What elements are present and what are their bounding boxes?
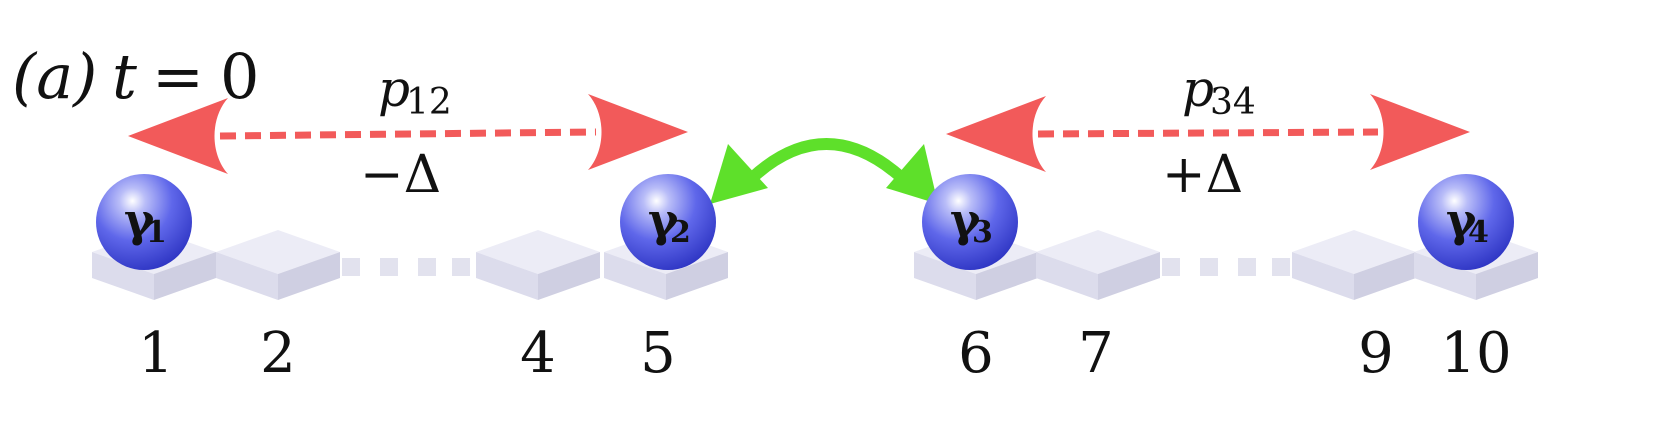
majorana-gamma-2: γ 2 — [620, 174, 716, 270]
site-label-9: 9 — [1358, 321, 1394, 386]
parity-label-12-sub: 12 — [406, 82, 452, 123]
exchange-arrow-head-right — [886, 144, 938, 204]
majorana-sphere-4 — [1418, 174, 1514, 270]
majorana-sphere-3 — [922, 174, 1018, 270]
site-label-4: 4 — [520, 321, 556, 386]
parity-arrow-34-head-right — [1370, 94, 1470, 170]
majorana-sphere-2 — [620, 174, 716, 270]
site-label-2: 2 — [260, 321, 296, 386]
parity-arrow-12-shaft — [219, 128, 597, 140]
exchange-arrow-head-left — [710, 144, 768, 204]
majorana-index-1: 1 — [146, 215, 167, 250]
parity-label-34-sub: 34 — [1210, 82, 1256, 123]
site-label-7: 7 — [1078, 321, 1114, 386]
majorana-sphere-1 — [96, 174, 192, 270]
parity-arrow-34-head-left — [946, 96, 1046, 172]
parity-arrow-12-head-right — [588, 94, 688, 170]
chain-connector-right — [1162, 258, 1290, 276]
majorana-symbol-4: γ — [1446, 193, 1477, 247]
panel-label: (a) t = 0 — [12, 40, 259, 113]
majorana-index-4: 4 — [1468, 215, 1489, 250]
majorana-index-3: 3 — [972, 215, 993, 250]
majorana-symbol-3: γ — [950, 193, 981, 247]
energy-label-minus-delta: −Δ — [360, 145, 441, 205]
site-block-9 — [1292, 230, 1416, 300]
energy-label-plus-delta: +Δ — [1162, 145, 1243, 205]
time-value: 0 — [220, 40, 259, 113]
equals-sign: = — [152, 40, 204, 113]
majorana-gamma-3: γ 3 — [922, 174, 1018, 270]
parity-arrow-12 — [128, 94, 688, 174]
panel-label-a: (a) — [12, 40, 97, 113]
time-variable: t — [112, 40, 137, 113]
exchange-arrow-curve — [746, 138, 908, 184]
chain-connector-left — [342, 258, 470, 276]
parity-arrow-34 — [946, 94, 1470, 172]
site-label-5: 5 — [640, 321, 676, 386]
site-block-7 — [1036, 230, 1160, 300]
majorana-symbol-1: γ — [124, 193, 155, 247]
site-label-10: 10 — [1440, 321, 1511, 386]
majorana-gamma-1: γ 1 — [96, 174, 192, 270]
parity-label-12-base: p — [378, 60, 410, 118]
parity-arrow-34-shaft — [1037, 128, 1379, 138]
site-label-1: 1 — [138, 321, 174, 386]
exchange-arrow — [710, 138, 938, 204]
site-labels: 1 2 4 5 6 7 9 10 — [138, 321, 1511, 386]
site-block-2 — [216, 230, 340, 300]
site-block-4 — [476, 230, 600, 300]
majorana-index-2: 2 — [670, 215, 691, 250]
majorana-symbol-2: γ — [648, 193, 679, 247]
parity-label-34-base: p — [1182, 60, 1214, 118]
site-label-6: 6 — [958, 321, 994, 386]
majorana-gamma-4: γ 4 — [1418, 174, 1514, 270]
